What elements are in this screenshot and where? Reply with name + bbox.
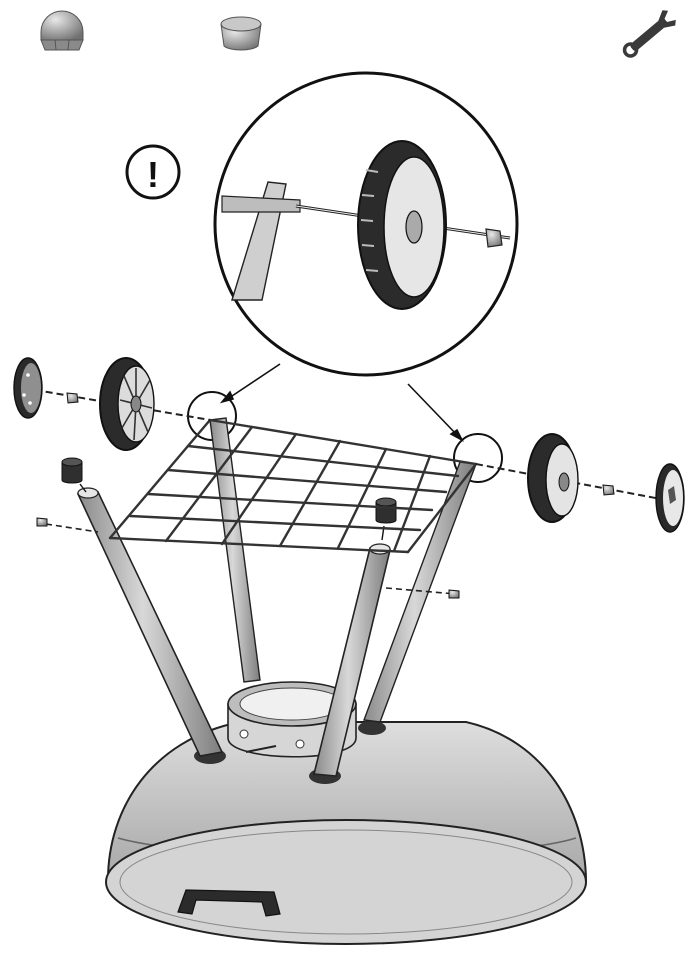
bolt-right — [448, 589, 460, 599]
callout-right — [453, 433, 503, 483]
bowl-handle — [177, 889, 281, 917]
notice-badge: ! — [125, 144, 181, 200]
parts-row — [40, 10, 676, 58]
bolt-left — [36, 517, 48, 527]
leg-front-left — [76, 491, 224, 757]
legs — [76, 417, 477, 777]
kettle-bowl — [105, 681, 588, 945]
bottom-grate — [108, 418, 478, 554]
washer-cap-icon — [220, 16, 262, 51]
exclamation-icon: ! — [147, 154, 159, 195]
leg-back-left — [209, 417, 261, 683]
detail-wheel — [357, 140, 447, 310]
wheel-left — [99, 357, 155, 451]
wrench-icon — [622, 10, 676, 58]
wheel-right — [527, 433, 579, 523]
detail-zoom — [213, 71, 519, 377]
socket-right — [358, 721, 386, 735]
leg-cap-right — [375, 497, 397, 541]
nut-left — [66, 392, 79, 404]
hubcap-left — [13, 357, 43, 419]
nut-right — [602, 484, 615, 496]
leg-collar — [227, 681, 357, 758]
bolt-lines — [45, 523, 457, 595]
hubcap-right — [655, 463, 685, 533]
detail-nut — [485, 228, 503, 248]
leg-cap-left — [61, 457, 87, 493]
cap-nut-icon — [40, 10, 84, 51]
